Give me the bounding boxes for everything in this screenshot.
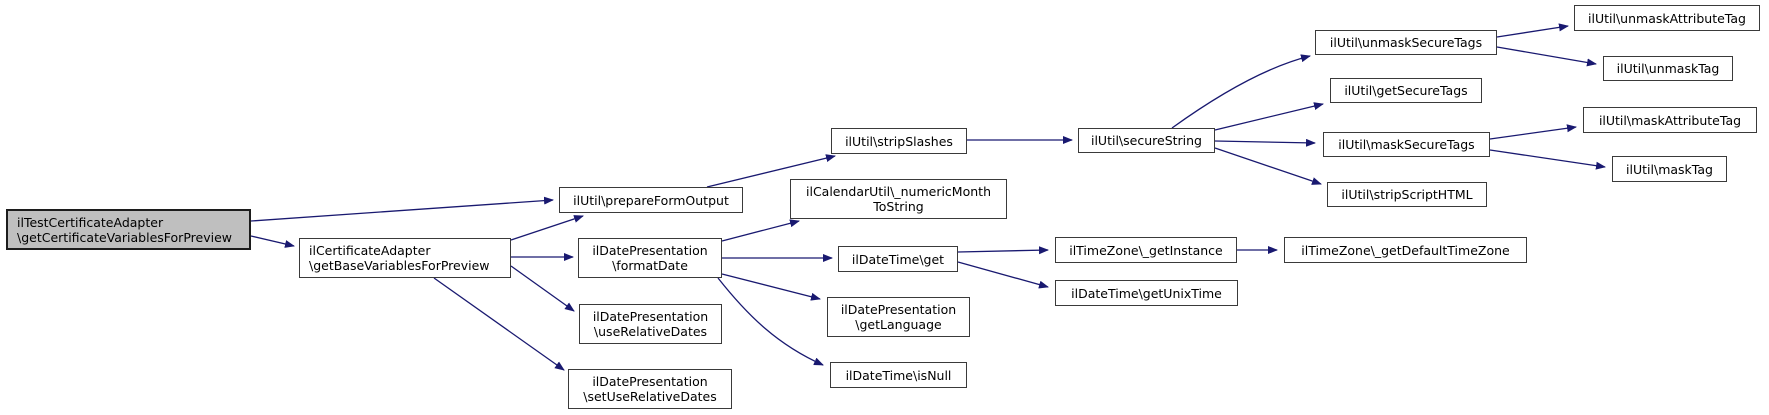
node-ilUtil-stripSlashes[interactable]: ilUtil\stripSlashes — [831, 128, 967, 154]
node-label-line: ilDateTime\isNull — [845, 367, 952, 383]
edge-ilCertificateAdapter-getBaseVariablesForPreview--ilUtil-prepareFormOutput — [510, 215, 584, 241]
node-label-line: ilUtil\maskSecureTags — [1338, 137, 1475, 152]
node-ilUtil-stripScriptHTML[interactable]: ilUtil\stripScriptHTML — [1327, 182, 1487, 207]
node-label-line: ilCalendarUtil\_numericMonth — [806, 184, 991, 199]
node-ilDatePresentation-setUseRelativeDates[interactable]: ilDatePresentation\setUseRelativeDates — [568, 369, 732, 409]
node-label-line: \getBaseVariablesForPreview — [309, 258, 490, 273]
node-label-line: ilUtil\getSecureTags — [1344, 83, 1468, 98]
edge-ilDatePresentation-formatDate--ilDateTime-isNull — [717, 277, 824, 366]
node-ilDateTime-isNull[interactable]: ilDateTime\isNull — [830, 362, 967, 388]
node-ilDatePresentation-formatDate[interactable]: ilDatePresentation\formatDate — [578, 238, 722, 278]
edge-ilUtil-secureString--ilUtil-unmaskSecureTags — [1171, 54, 1311, 129]
edge-ilUtil-prepareFormOutput--ilUtil-stripSlashes — [706, 154, 836, 188]
node-ilUtil-maskSecureTags[interactable]: ilUtil\maskSecureTags — [1323, 132, 1490, 157]
edge-ilCertificateAdapter-getBaseVariablesForPreview--ilDatePresentation-setUseRelativeDates — [433, 277, 565, 371]
edge-ilTestCertificateAdapter-getCertificateVariablesForPreview--ilCertificateAdapter-getBaseVariablesForPreview — [250, 235, 295, 248]
edge-ilDatePresentation-formatDate--ilDatePresentation-getLanguage — [721, 273, 821, 301]
node-label-line: ilUtil\unmaskTag — [1616, 61, 1720, 76]
node-label-line: ilDatePresentation — [840, 302, 957, 317]
edge-ilTestCertificateAdapter-getCertificateVariablesForPreview--ilUtil-prepareFormOutput — [250, 196, 554, 222]
node-ilUtil-getSecureTags[interactable]: ilUtil\getSecureTags — [1330, 78, 1482, 103]
node-label-line: \formatDate — [612, 258, 688, 273]
node-ilTimeZone-getInstance[interactable]: ilTimeZone\_getInstance — [1055, 237, 1237, 263]
node-label-line: \getCertificateVariablesForPreview — [17, 229, 232, 245]
node-ilDatePresentation-getLanguage[interactable]: ilDatePresentation\getLanguage — [827, 297, 970, 337]
node-ilUtil-maskTag[interactable]: ilUtil\maskTag — [1612, 156, 1727, 182]
node-label-line: \useRelativeDates — [593, 324, 708, 339]
node-ilTimeZone-getDefaultTimeZone[interactable]: ilTimeZone\_getDefaultTimeZone — [1284, 237, 1527, 263]
node-label-line: ilUtil\maskTag — [1626, 161, 1713, 177]
node-label-line: ilCertificateAdapter — [309, 243, 431, 258]
node-label-line: ilDatePresentation — [592, 243, 708, 258]
node-ilUtil-unmaskTag[interactable]: ilUtil\unmaskTag — [1603, 56, 1733, 81]
node-label-line: ToString — [873, 199, 924, 214]
node-label-line: ilUtil\stripScriptHTML — [1341, 187, 1473, 202]
node-label-line: ilUtil\secureString — [1090, 133, 1202, 148]
node-ilUtil-unmaskAttributeTag[interactable]: ilUtil\unmaskAttributeTag — [1574, 5, 1760, 31]
node-label-line: ilDatePresentation — [592, 309, 709, 324]
node-label-line: ilUtil\maskAttributeTag — [1598, 112, 1742, 128]
edge-ilDateTime-get--ilDateTime-getUnixTime — [957, 261, 1049, 289]
node-label-line: ilTimeZone\_getDefaultTimeZone — [1301, 242, 1510, 258]
edge-ilDateTime-get--ilTimeZone-getInstance — [957, 246, 1049, 255]
edge-ilUtil-maskSecureTags--ilUtil-maskAttributeTag — [1489, 124, 1577, 140]
node-ilUtil-prepareFormOutput[interactable]: ilUtil\prepareFormOutput — [559, 187, 743, 213]
node-label-line: \setUseRelativeDates — [583, 389, 717, 404]
node-label-line: ilDatePresentation — [592, 374, 708, 389]
node-label-line: ilDateTime\getUnixTime — [1071, 285, 1222, 301]
node-ilUtil-unmaskSecureTags[interactable]: ilUtil\unmaskSecureTags — [1315, 30, 1497, 55]
node-ilDatePresentation-useRelativeDates[interactable]: ilDatePresentation\useRelativeDates — [579, 304, 722, 344]
node-label-line: ilDateTime\get — [851, 251, 945, 267]
node-ilUtil-secureString[interactable]: ilUtil\secureString — [1078, 128, 1215, 153]
node-ilDateTime-get[interactable]: ilDateTime\get — [838, 246, 958, 272]
node-ilTestCertificateAdapter-getCertificateVariablesForPreview: ilTestCertificateAdapter\getCertificateV… — [6, 209, 251, 250]
edge-ilUtil-unmaskSecureTags--ilUtil-unmaskAttributeTag — [1496, 23, 1569, 38]
edge-ilCertificateAdapter-getBaseVariablesForPreview--ilDatePresentation-useRelativeDates — [510, 265, 575, 312]
edge-ilUtil-maskSecureTags--ilUtil-maskTag — [1489, 149, 1606, 170]
edge-ilUtil-unmaskSecureTags--ilUtil-unmaskTag — [1496, 46, 1597, 67]
node-label-line: ilUtil\unmaskAttributeTag — [1588, 10, 1746, 26]
node-ilCertificateAdapter-getBaseVariablesForPreview[interactable]: ilCertificateAdapter\getBaseVariablesFor… — [299, 238, 511, 278]
node-ilDateTime-getUnixTime[interactable]: ilDateTime\getUnixTime — [1055, 280, 1238, 306]
node-label-line: ilUtil\stripSlashes — [845, 133, 953, 149]
node-label-line: ilUtil\prepareFormOutput — [573, 192, 729, 208]
edge-ilUtil-secureString--ilUtil-maskSecureTags — [1214, 138, 1316, 147]
node-label-line: ilTimeZone\_getInstance — [1069, 242, 1223, 258]
node-label-line: ilTestCertificateAdapter — [17, 214, 164, 230]
edge-ilDatePresentation-formatDate--ilCalendarUtil-numericMonthToString — [721, 219, 800, 242]
edge-ilUtil-secureString--ilUtil-stripScriptHTML — [1214, 147, 1322, 185]
node-ilUtil-maskAttributeTag[interactable]: ilUtil\maskAttributeTag — [1583, 107, 1757, 133]
edge-ilUtil-secureString--ilUtil-getSecureTags — [1214, 102, 1324, 131]
node-label-line: \getLanguage — [855, 317, 942, 332]
node-label-line: ilUtil\unmaskSecureTags — [1329, 35, 1483, 50]
